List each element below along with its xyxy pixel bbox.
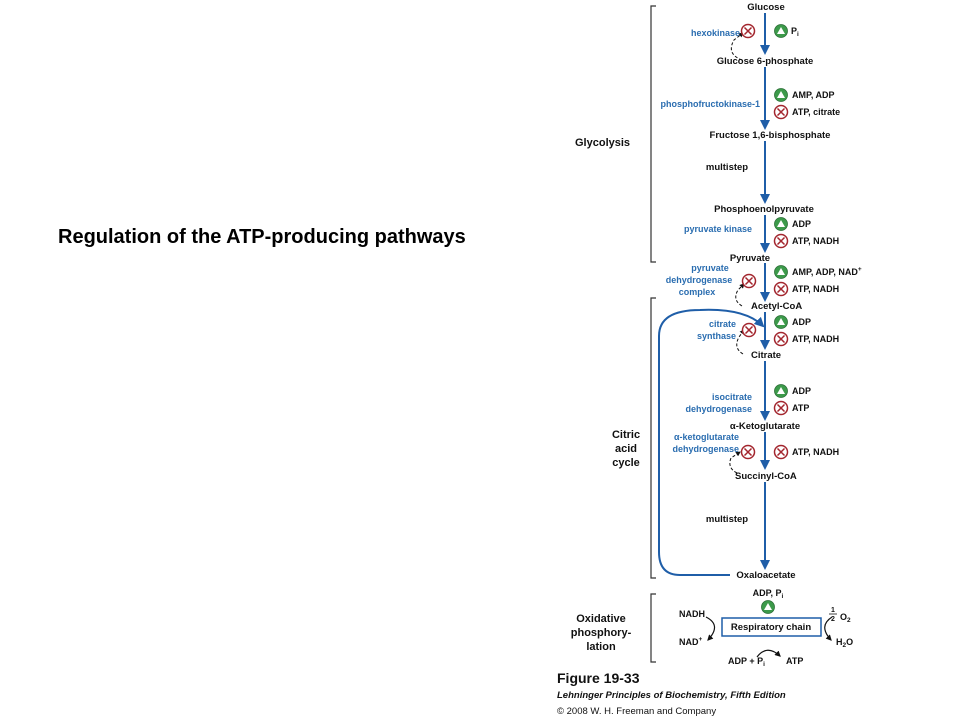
- enzyme-akgdh-line-2: dehydrogenase: [672, 444, 739, 454]
- activator-icon-hexokinase: [774, 24, 788, 38]
- effector-pdh-activator: AMP, ADP, NAD+: [792, 266, 862, 277]
- inhibitor-icon-pyruvate-kinase: [773, 233, 789, 249]
- metabolite-acetyl-coa: Acetyl-CoA: [751, 301, 802, 312]
- stage-citric-3: cycle: [612, 457, 640, 469]
- figure-copyright: © 2008 W. H. Freeman and Company: [557, 706, 716, 717]
- cycle-loop-arrow: [658, 308, 765, 576]
- slide-title: Regulation of the ATP-producing pathways: [58, 226, 466, 248]
- inhibitor-icon-hexokinase: [740, 23, 756, 39]
- metabolite-succinyl-coa: Succinyl-CoA: [735, 471, 797, 482]
- inhibitor-icon-citrate-synthase: [773, 331, 789, 347]
- inhibitor-icon-citrate-synthase-enzyme: [741, 322, 757, 338]
- metabolite-glucose-6-phosphate: Glucose 6-phosphate: [717, 56, 814, 67]
- stage-glycolysis: Glycolysis: [575, 137, 630, 149]
- respiratory-chain-label: Respiratory chain: [731, 622, 811, 633]
- stage-citric-1: Citric: [612, 429, 640, 441]
- metabolite-citrate: Citrate: [751, 350, 781, 361]
- effector-pfk1-inhibitor: ATP, citrate: [792, 107, 840, 117]
- oxphos-nadh: NADH: [679, 609, 705, 619]
- inhibitor-icon-pdh: [773, 281, 789, 297]
- activator-icon-pfk1: [774, 88, 788, 102]
- metabolite-fructose-bisphosphate: Fructose 1,6-bisphosphate: [710, 130, 831, 141]
- oxphos-bracket: [650, 593, 656, 663]
- svg-text:O2: O2: [840, 612, 851, 624]
- regulator-icons: [740, 23, 789, 614]
- stage-oxphos-3: lation: [586, 641, 616, 653]
- effector-hexokinase-activator: Pi: [791, 26, 799, 38]
- enzyme-akgdh-line-1: α-ketoglutarate: [674, 432, 739, 442]
- svg-text:2: 2: [831, 616, 835, 623]
- inhibitor-icon-pfk1: [773, 104, 789, 120]
- effector-akgdh-inhibitor: ATP, NADH: [792, 447, 839, 457]
- stage-citric-2: acid: [615, 443, 637, 455]
- stage-oxphos-2: phosphory-: [571, 627, 632, 639]
- enzyme-phosphofructokinase: phosphofructokinase-1: [660, 99, 760, 109]
- enzyme-idh-line-1: isocitrate: [712, 392, 752, 402]
- svg-text:1: 1: [831, 607, 835, 614]
- citric-acid-bracket: [650, 297, 656, 579]
- oxphos-half-o2: 1 2 O2: [829, 607, 851, 624]
- activator-icon-idh: [774, 384, 788, 398]
- oxphos-adp-pi-top: ADP, Pi: [753, 588, 784, 600]
- inhibitor-icon-akgdh: [740, 444, 756, 460]
- enzyme-cs-line-2: synthase: [697, 331, 736, 341]
- enzyme-pdh-line-1: pyruvate: [691, 263, 729, 273]
- effector-pk-activator: ADP: [792, 219, 811, 229]
- effector-idh-inhibitor: ATP: [792, 403, 809, 413]
- multistep-label-1: multistep: [706, 162, 748, 173]
- effector-cs-activator: ADP: [792, 317, 811, 327]
- activator-icon-pyruvate-kinase: [774, 217, 788, 231]
- glycolysis-bracket: [650, 5, 656, 263]
- figure-book: Lehninger Principles of Biochemistry, Fi…: [557, 690, 786, 701]
- oxphos-h2o: H2O: [836, 637, 853, 649]
- enzyme-cs-line-1: citrate: [709, 319, 736, 329]
- oxphos-arrows: [705, 616, 833, 658]
- enzyme-pdh-line-3: complex: [679, 287, 716, 297]
- effector-pk-inhibitor: ATP, NADH: [792, 236, 839, 246]
- effector-pdh-inhibitor: ATP, NADH: [792, 284, 839, 294]
- oxphos-nad-plus: NAD+: [679, 636, 703, 647]
- inhibitor-icon-akgdh: [773, 444, 789, 460]
- feedback-arrows: [729, 32, 745, 474]
- stage-oxphos-1: Oxidative: [576, 613, 626, 625]
- metabolite-oxaloacetate: Oxaloacetate: [736, 570, 795, 581]
- enzyme-pyruvate-kinase: pyruvate kinase: [684, 224, 752, 234]
- inhibitor-icon-pdh-enzyme: [741, 273, 757, 289]
- inhibitor-icon-idh: [773, 400, 789, 416]
- oxphos-adp-pi-bottom: ADP + Pi: [728, 656, 765, 668]
- multistep-label-2: multistep: [706, 514, 748, 525]
- metabolite-pyruvate: Pyruvate: [730, 253, 770, 264]
- effector-idh-activator: ADP: [792, 386, 811, 396]
- metabolite-glucose: Glucose: [747, 2, 785, 13]
- enzyme-idh-line-2: dehydrogenase: [685, 404, 752, 414]
- figure-number: Figure 19-33: [557, 670, 640, 686]
- respiratory-chain-box: [721, 617, 822, 637]
- effector-cs-inhibitor: ATP, NADH: [792, 334, 839, 344]
- metabolite-alpha-ketoglutarate: α-Ketoglutarate: [730, 421, 800, 432]
- effector-pfk1-activator: AMP, ADP: [792, 90, 835, 100]
- enzyme-hexokinase: hexokinase: [691, 28, 740, 38]
- enzyme-pdh-line-2: dehydrogenase: [666, 275, 733, 285]
- activator-icon-pdh: [774, 265, 788, 279]
- metabolite-phosphoenolpyruvate: Phosphoenolpyruvate: [714, 204, 814, 215]
- oxphos-atp: ATP: [786, 656, 803, 666]
- activator-icon-respiratory-chain: [761, 600, 775, 614]
- activator-icon-citrate-synthase: [774, 315, 788, 329]
